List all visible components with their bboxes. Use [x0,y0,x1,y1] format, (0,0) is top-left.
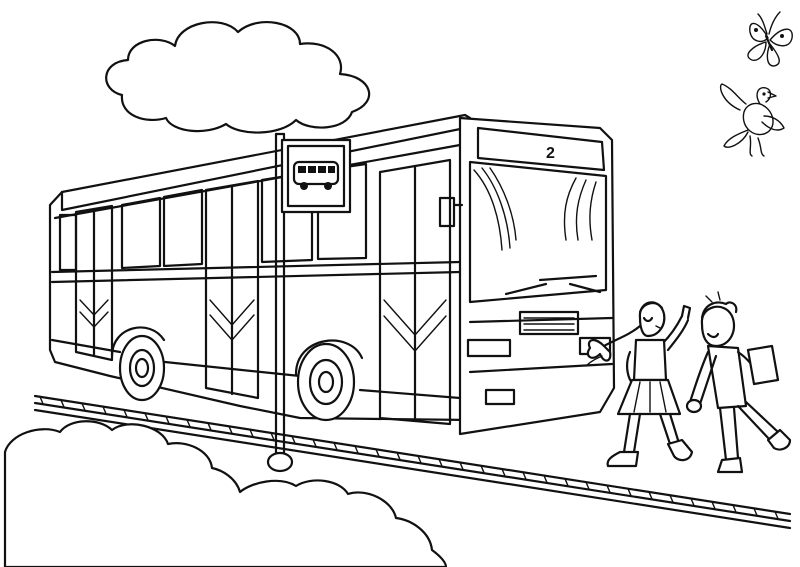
curb-dash [585,481,590,490]
front-wheel [294,339,364,422]
route-number: 2 [546,145,555,162]
curb-dash [669,494,674,503]
book [746,344,780,386]
side-mirror [438,196,456,228]
route-number-board: 2 [476,126,606,172]
bushes [3,420,448,567]
rear-wheel [110,326,166,402]
sign-pole-base [266,451,294,473]
bus-middle-door [204,179,260,400]
curb-dash [459,461,464,471]
bus-front-door [378,158,452,426]
bus-stop-sign [266,132,352,473]
bus-icon [292,160,340,190]
curb-dash [480,465,485,474]
curb-dash [60,399,65,408]
bird [719,83,785,157]
curb-dash [753,507,758,517]
curb-dash [333,442,338,451]
curb-dash [207,422,212,431]
curb-dash [396,451,401,461]
curb-dash [522,471,527,480]
curb-dash [228,425,233,435]
curb-dash [186,419,191,428]
curb-dash [312,438,317,448]
curb-dash [165,415,170,425]
curb-dash [501,468,506,477]
curb-dash [249,428,254,438]
curb-dash [81,402,86,412]
curb-dash [711,501,716,510]
curb-dash [291,435,296,444]
curb-dash [438,458,443,467]
curb-dash [123,409,128,418]
headlight-left [466,338,512,358]
butterfly [747,11,793,67]
bus-rear-door [74,204,114,362]
curb-dash [690,497,695,507]
curb-dash [627,487,632,497]
curb-dash [354,445,359,454]
bus: 2 [48,113,616,436]
boy [685,291,792,474]
curb-dash [606,484,611,494]
grille [518,310,580,336]
curb-dash [417,455,422,464]
windshield [468,160,608,304]
curb-dash [144,412,149,421]
girl [585,301,694,468]
cloud [105,21,371,134]
curb-dash [102,405,107,415]
bumper-plate [484,388,516,406]
curb-dash [375,448,380,457]
curb-dash [648,491,653,500]
curb-dash [39,396,44,405]
curb-dash [270,432,275,441]
sign-plate [280,138,352,214]
curb-dash [732,504,737,513]
curb-dash [564,478,569,487]
curb-dash [543,474,548,484]
curb-dash [774,510,779,520]
